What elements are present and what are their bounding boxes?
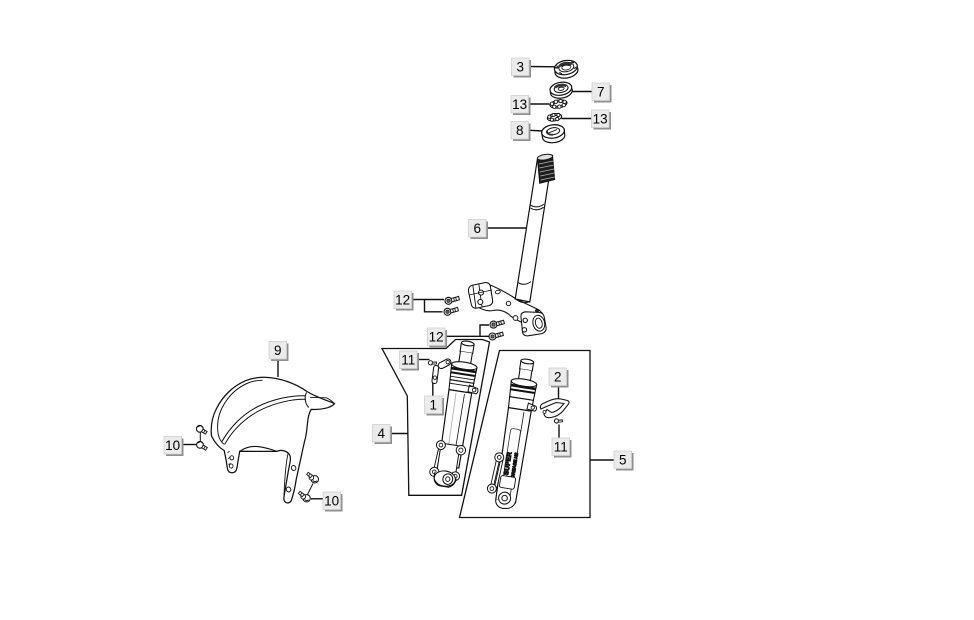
svg-text:3: 3 (516, 60, 524, 75)
svg-text:10: 10 (324, 494, 339, 509)
svg-text:6: 6 (473, 221, 481, 236)
svg-text:4: 4 (377, 426, 385, 441)
svg-text:9: 9 (274, 343, 282, 358)
svg-text:11: 11 (401, 353, 415, 368)
svg-text:13: 13 (593, 112, 608, 127)
svg-text:11: 11 (554, 440, 568, 455)
svg-text:5: 5 (619, 453, 627, 468)
svg-text:1: 1 (429, 398, 437, 413)
svg-text:10: 10 (165, 438, 180, 453)
svg-text:13: 13 (512, 97, 527, 112)
svg-text:8: 8 (516, 123, 524, 138)
svg-text:12: 12 (395, 293, 410, 308)
svg-text:7: 7 (597, 85, 605, 100)
svg-text:2: 2 (554, 370, 562, 385)
svg-text:GREASE N3: GREASE N3 (510, 452, 519, 479)
svg-text:12: 12 (429, 330, 444, 345)
svg-text:SUPER: SUPER (503, 451, 514, 475)
